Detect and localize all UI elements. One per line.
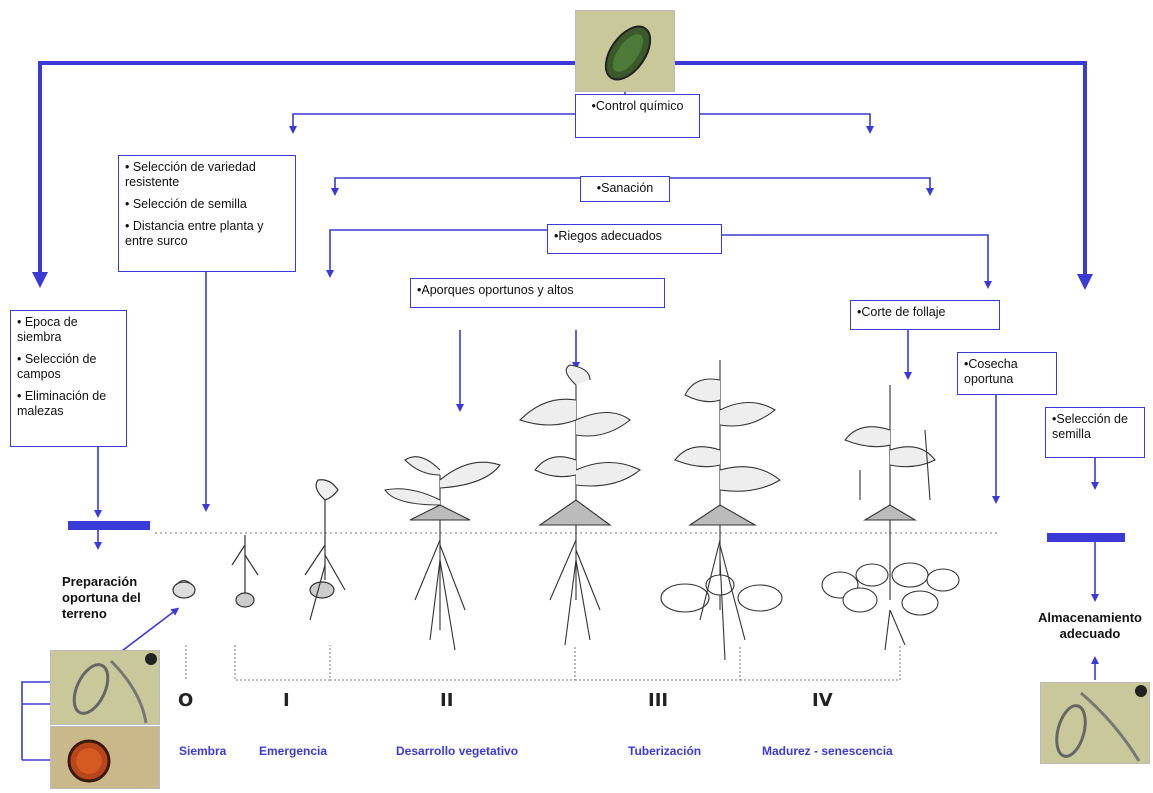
phase-label: Siembra — [179, 744, 226, 758]
riegos-box: •Riegos adecuados — [547, 224, 722, 254]
box-item: • Distancia entre planta y entre surco — [125, 219, 289, 249]
seleccion-variedad-box: • Selección de variedad resistente • Sel… — [118, 155, 296, 272]
control-quimico-box: •Control químico — [575, 94, 700, 138]
seleccion-semilla-box: •Selección de semilla — [1045, 407, 1145, 458]
phase-label: Tuberización — [628, 744, 701, 758]
tuberization-plant-illustration — [661, 360, 782, 660]
tall-plant-illustration — [520, 365, 640, 645]
almacenamiento-label: Almacenamiento adecuado — [1030, 610, 1150, 642]
box-item: • Selección de semilla — [125, 197, 289, 212]
sanacion-box: •Sanación — [580, 176, 670, 202]
cyst-juveniles-icon — [51, 651, 160, 725]
maturity-plant-illustration — [822, 385, 959, 650]
cosecha-box: •Cosecha oportuna — [957, 352, 1057, 395]
nematode-egg-icon — [576, 11, 675, 92]
box-item: • Eliminación de malezas — [17, 389, 120, 419]
box-item: •Corte de follaje — [857, 305, 993, 320]
vegetative-plant-illustration — [385, 457, 500, 650]
box-item: •Control químico — [582, 99, 693, 114]
nematode-egg-photo — [575, 10, 675, 92]
box-item: •Cosecha oportuna — [964, 357, 1050, 387]
box-item: • Selección de campos — [17, 352, 120, 382]
stage-label: IV — [812, 690, 833, 711]
aporques-box: •Aporques oportunos y altos — [410, 278, 665, 308]
cyst-icon — [51, 727, 160, 789]
cyst-photo — [50, 726, 160, 789]
aporques-arrows — [460, 330, 576, 408]
right-block-bar — [1047, 533, 1125, 542]
box-item: • Selección de variedad resistente — [125, 160, 289, 190]
phase-label: Madurez - senescencia — [762, 744, 893, 758]
stage-label: I — [283, 690, 290, 711]
box-item: • Epoca de siembra — [17, 315, 120, 345]
phase-label: Emergencia — [259, 744, 327, 758]
epoca-box: • Epoca de siembra • Selección de campos… — [10, 310, 127, 447]
box-item: •Riegos adecuados — [554, 229, 715, 244]
preparacion-label: Preparación oportuna del terreno — [62, 574, 180, 622]
soil-cyst-photo — [50, 650, 160, 725]
cyst-juveniles-icon — [1041, 683, 1150, 764]
stage-label: O — [178, 690, 193, 711]
stage-label: II — [440, 690, 453, 711]
phase-label: Desarrollo vegetativo — [396, 744, 518, 758]
emergence-plants-illustration — [232, 480, 345, 620]
stage-label: III — [648, 690, 668, 711]
box-item: •Aporques oportunos y altos — [417, 283, 658, 298]
stage-brackets — [186, 645, 900, 680]
storage-cyst-photo — [1040, 682, 1150, 764]
box-item: •Selección de semilla — [1052, 412, 1138, 442]
box-item: •Sanación — [587, 181, 663, 196]
corte-follaje-box: •Corte de follaje — [850, 300, 1000, 330]
left-block-bar — [68, 521, 150, 530]
